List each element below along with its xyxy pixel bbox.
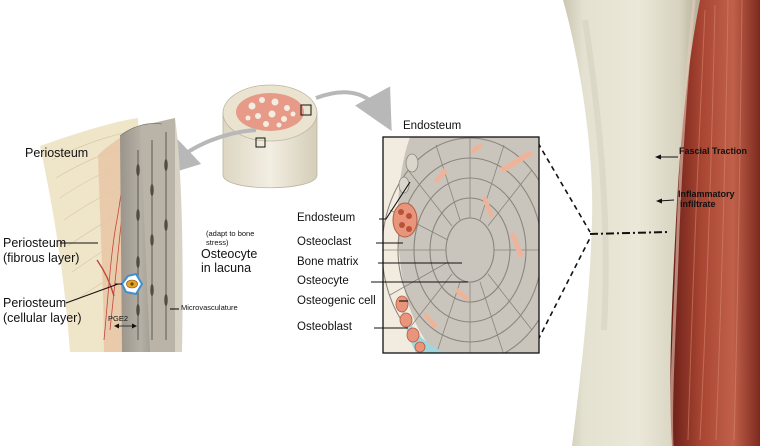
bone-cross-section-cylinder: [222, 84, 318, 189]
endosteum-cells: [398, 153, 419, 194]
osteoclast-cells: [392, 202, 418, 238]
leg-illustration: [563, 0, 760, 446]
bone-matrix-label: Bone matrix: [297, 256, 359, 268]
periosteum-cellular-label-line2: (cellular layer): [3, 311, 82, 325]
osteoclast-label: Osteoclast: [297, 236, 352, 248]
bone-section-illustration: [40, 118, 183, 352]
endosteum-label: Endosteum: [297, 212, 356, 224]
periosteum-label: Periosteum: [25, 146, 89, 160]
adapt-note-line2: stress): [206, 238, 229, 247]
osteocyte-lacuna-label-line1: Osteocyte: [201, 247, 258, 261]
osteocyte-marker: [120, 272, 144, 296]
level-marker: [589, 231, 669, 235]
osteocyte-label: Osteocyte: [297, 275, 349, 287]
osteoblast-cells: [395, 295, 426, 353]
periosteum-cellular-label-line1: Periosteum: [3, 296, 67, 310]
pge2-arrow: [114, 323, 137, 329]
left-leader-lines: [60, 242, 179, 310]
adapt-note-line1: (adapt to bone: [206, 229, 255, 238]
zoom-connector-lines: [537, 142, 591, 341]
arrow-to-inset: [315, 86, 392, 132]
inflammatory-label-line2: infiltrate: [680, 199, 716, 209]
inflammatory-arrow: [656, 198, 675, 204]
fascial-traction-arrow: [655, 154, 678, 160]
periosteum-fibrous-label-line2: (fibrous layer): [3, 251, 80, 265]
periosteum-fibrous-label-line1: Periosteum: [3, 236, 67, 250]
inflammatory-label-line1: Inflammatory: [678, 189, 735, 199]
microvasculature-label: Microvasculature: [181, 303, 238, 312]
endosteum-inset: [382, 136, 540, 354]
pge2-label: PGE2: [108, 314, 129, 323]
endosteum-top-label: Endosteum: [403, 120, 462, 132]
osteoblast-label: Osteoblast: [297, 321, 352, 333]
fascial-traction-label: Fascial Traction: [679, 146, 748, 156]
osteogenic-cell-label: Osteogenic cell: [297, 295, 376, 307]
osteocyte-lacuna-label-line2: in lacuna: [201, 261, 252, 275]
inset-leader-lines: [371, 181, 468, 329]
